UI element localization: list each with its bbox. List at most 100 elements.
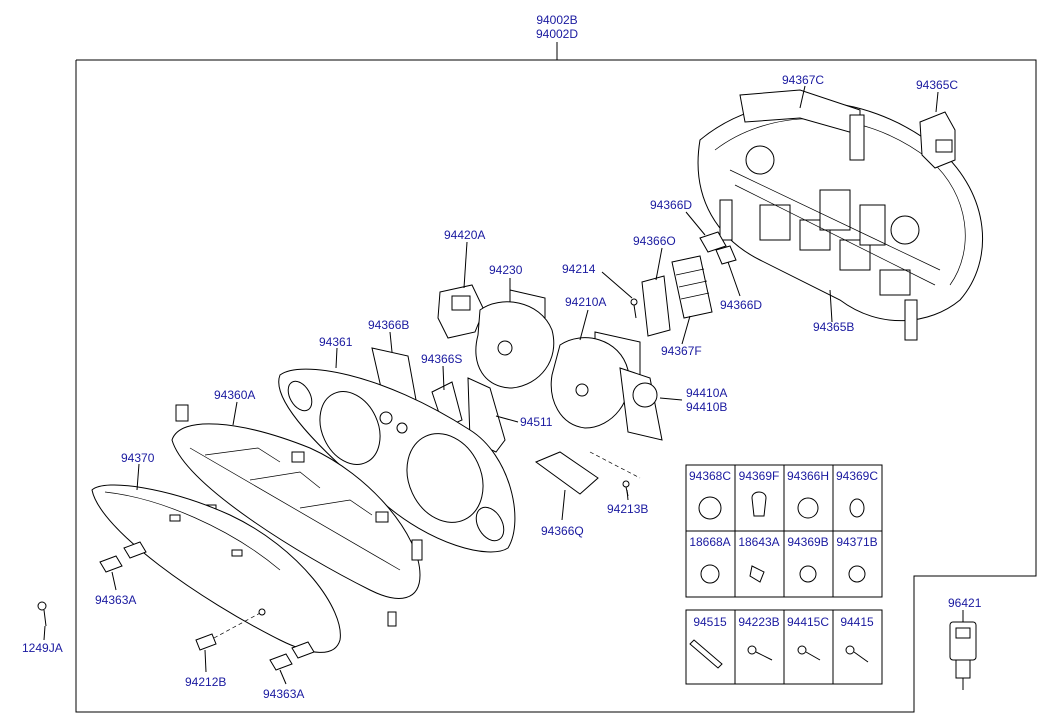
label-94511: 94511 — [520, 415, 553, 429]
bulb-table-grid — [685, 464, 883, 598]
leader-94363A-bottom — [279, 669, 287, 685]
label-94420A: 94420A — [444, 228, 485, 242]
fastener-table-c1: 94515 — [693, 615, 727, 629]
leader-94360A — [232, 401, 238, 426]
bulb-table-r1c3: 94366H — [787, 469, 829, 483]
gauge-plate-94230-part — [475, 289, 555, 389]
label-94366D-bottom: 94366D — [720, 298, 762, 312]
screw-icon-94415C — [797, 645, 821, 661]
screw-94214-part — [630, 298, 638, 319]
fastener-table-c4: 94415 — [840, 615, 874, 629]
leader-94363A-left — [111, 571, 117, 591]
bulb-icon-94369F — [751, 491, 767, 517]
leader-94365C — [935, 91, 939, 113]
fastener-table-grid — [685, 609, 883, 685]
leader-94366O — [655, 247, 663, 281]
leader-94213B — [626, 489, 629, 501]
dial-face-94361-part — [278, 368, 516, 553]
label-94213B: 94213B — [607, 502, 648, 516]
pad-94363A-bottom-2 — [291, 641, 315, 659]
socket-icon-94368C — [698, 496, 722, 520]
pad-94366D-top — [699, 231, 727, 253]
leader-94366D-top — [685, 211, 706, 236]
screw-1249JA-part — [37, 601, 47, 627]
label-94214: 94214 — [562, 262, 596, 276]
label-94363A-left: 94363A — [95, 593, 136, 607]
label-94365B: 94365B — [813, 320, 854, 334]
label-94366Q: 94366Q — [541, 524, 584, 538]
label-94367F: 94367F — [661, 344, 702, 358]
socket-icon-94369B — [799, 565, 817, 583]
bulb-table-r2c4: 94371B — [836, 535, 877, 549]
screw-94213B-part — [589, 451, 641, 497]
label-94410A: 94410A — [686, 386, 727, 400]
label-94210A: 94210A — [565, 295, 606, 309]
gauge-plate-94210A-part — [550, 331, 641, 429]
label-94363A-bottom: 94363A — [263, 687, 304, 701]
leader-94410 — [659, 397, 683, 401]
bulb-icon-18643A — [749, 565, 765, 583]
lens-94370-part — [91, 484, 341, 653]
socket-icon-94366H — [797, 497, 819, 519]
pad-94363A-bottom-1 — [269, 653, 293, 671]
connector-94367F-part — [671, 255, 713, 319]
label-94366B: 94366B — [368, 318, 409, 332]
holder-94366O-part — [641, 275, 671, 337]
label-94410B: 94410B — [686, 400, 727, 414]
bulb-icon-94369C — [849, 498, 865, 518]
leader-94361 — [335, 347, 338, 369]
rear-case-part — [697, 89, 984, 341]
leader-94365B — [829, 289, 833, 323]
bulb-table-r2c1: 18668A — [689, 535, 730, 549]
leader-1249JA — [43, 625, 46, 641]
label-94365C: 94365C — [916, 78, 958, 92]
gauge-motor-94420A-part — [437, 284, 485, 339]
bulb-table-r2c2: 18643A — [738, 535, 779, 549]
leader-94370 — [136, 463, 140, 491]
leader-94366B — [389, 331, 393, 353]
label-94367C: 94367C — [782, 73, 824, 87]
fastener-icons — [689, 639, 869, 669]
leader-94367F — [681, 315, 691, 345]
label-94361: 94361 — [319, 335, 353, 349]
bracket-94365C-part — [919, 111, 956, 169]
cover-94366Q-part — [534, 451, 599, 495]
socket-icon-18668A — [700, 564, 720, 584]
label-94212B: 94212B — [185, 675, 226, 689]
screw-icon-94223B — [747, 645, 773, 661]
pad-94363A-left-1 — [99, 555, 123, 573]
bulb-table-r2c3: 94369B — [787, 535, 828, 549]
assembly-code-1: 94002B — [536, 13, 577, 27]
pad-94366D-bottom — [715, 245, 737, 265]
sensor-96421-part — [949, 621, 977, 690]
label-94366O: 94366O — [633, 234, 676, 248]
bulb-table-r1c4: 94369C — [836, 469, 878, 483]
fastener-table-c2: 94223B — [738, 615, 779, 629]
label-94360A: 94360A — [214, 388, 255, 402]
bulb-icons — [698, 491, 866, 584]
rod-icon-94515 — [689, 639, 723, 669]
socket-icon-94371B — [848, 565, 866, 583]
bulb-table-r1c1: 94368C — [689, 469, 731, 483]
leader-94212B — [204, 649, 207, 673]
leader-94366S — [442, 365, 445, 391]
leader-94210A — [579, 309, 589, 341]
label-94366S: 94366S — [421, 352, 462, 366]
label-96421: 96421 — [948, 596, 982, 610]
screw-icon-94415 — [845, 645, 869, 663]
assembly-code-2: 94002D — [536, 27, 578, 41]
fastener-table-c3: 94415C — [787, 615, 829, 629]
pin-94212B-part — [195, 608, 266, 651]
gauge-motor-94410-part — [619, 367, 663, 441]
leader-94420A — [463, 241, 468, 289]
label-94366D-top: 94366D — [650, 198, 692, 212]
assembly-boundary — [75, 59, 1037, 713]
label-1249JA: 1249JA — [22, 641, 63, 655]
pad-94363A-left-2 — [123, 541, 147, 559]
label-94230: 94230 — [489, 263, 523, 277]
leader-94367C — [799, 85, 806, 109]
leader-94511 — [495, 415, 519, 423]
leader-94214 — [601, 271, 633, 299]
bulb-table-r1c2: 94369F — [739, 469, 780, 483]
